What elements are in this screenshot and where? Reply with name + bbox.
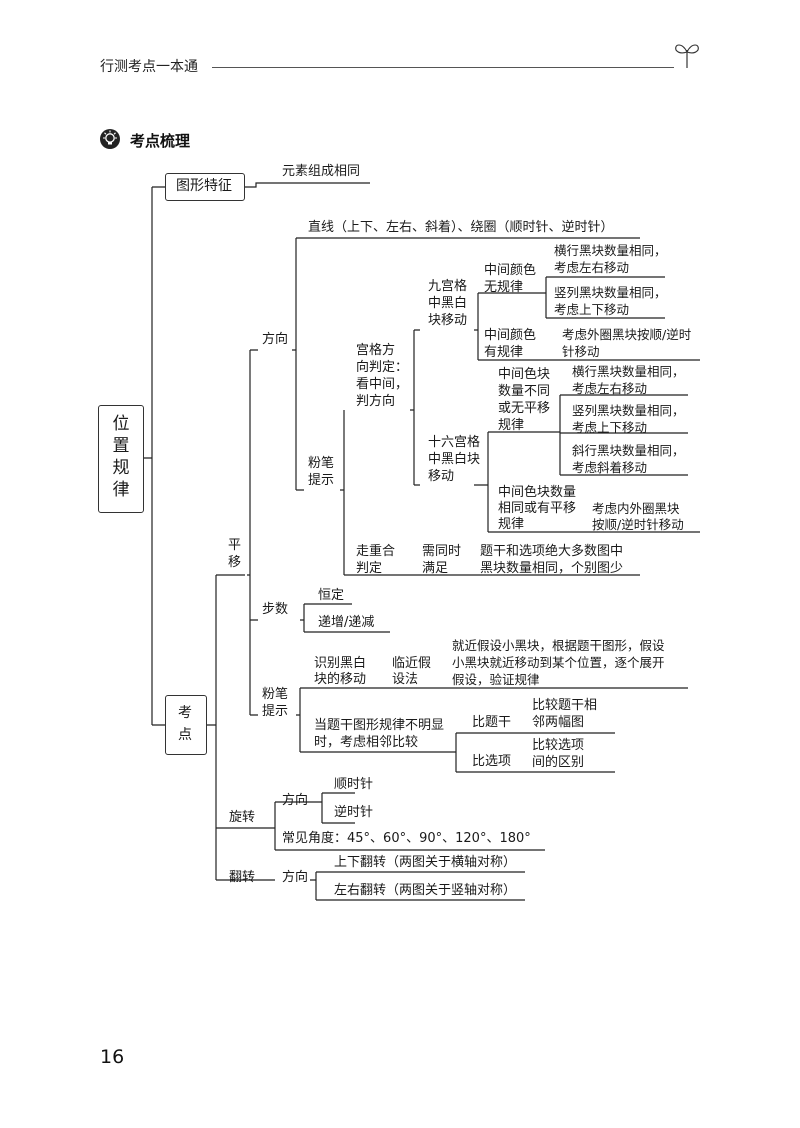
root-char-2: 置 xyxy=(112,436,130,456)
line1-label: 直线（上下、左右、斜着）、绕圈（顺时针、逆时针） xyxy=(308,220,614,235)
middiff-line-4: 规律 xyxy=(498,418,525,433)
midrule-line-2: 有规律 xyxy=(484,345,524,360)
root-char-1: 位 xyxy=(112,414,130,434)
bitigan-desc-line-2: 邻两幅图 xyxy=(532,715,585,730)
header-rule xyxy=(212,67,674,68)
gongge-line-4: 判方向 xyxy=(356,394,396,409)
flip-ud-label: 上下翻转（两图关于横轴对称） xyxy=(334,855,517,870)
features-node xyxy=(165,173,245,201)
ni-label: 逆时针 xyxy=(334,805,374,820)
dizeng-label: 递增/递减 xyxy=(318,615,375,630)
horiz1-line-1: 横行黑块数量相同， xyxy=(554,243,667,258)
middiff-line-3: 或无平移 xyxy=(498,401,551,416)
kaodian-char-2: 点 xyxy=(178,727,192,743)
gongge-line-1: 宫格方 xyxy=(356,343,396,358)
midsame-line-2: 相同或有平移 xyxy=(498,501,577,516)
fanzhuan-label: 翻转 xyxy=(229,870,256,885)
bulb-icon xyxy=(100,129,120,149)
root-node xyxy=(98,405,144,513)
shun-label: 顺时针 xyxy=(334,777,374,792)
horiz2-line-2: 考虑左右移动 xyxy=(572,381,648,396)
unclear-line-2: 时，考虑相邻比较 xyxy=(314,735,419,750)
overlap-line-2: 判定 xyxy=(356,561,383,576)
nine-line-2: 中黑白 xyxy=(428,296,468,311)
nine-line-3: 块移动 xyxy=(428,313,468,328)
horiz2-line-1: 横行黑块数量相同， xyxy=(572,364,685,379)
angles-label: 常见角度：45°、60°、90°、120°、180° xyxy=(282,831,531,846)
midsame-line-1: 中间色块数量 xyxy=(498,485,577,500)
identify-line-1: 识别黑白 xyxy=(314,656,367,671)
flip-lr-label: 左右翻转（两图关于竖轴对称） xyxy=(334,883,517,898)
fenbi2-line-2: 提示 xyxy=(262,704,289,719)
kaodian-node xyxy=(165,695,207,755)
horiz1-line-2: 考虑左右移动 xyxy=(554,260,630,275)
fangxiang2-label: 方向 xyxy=(282,793,309,808)
near-desc-line-3: 假设，验证规律 xyxy=(452,672,540,687)
middiff-line-2: 数量不同 xyxy=(498,384,551,399)
root-char-4: 律 xyxy=(112,480,130,500)
bixuanxiang-label: 比选项 xyxy=(472,754,512,769)
bushu-label: 步数 xyxy=(262,602,289,617)
pingyi-char-2: 移 xyxy=(228,555,242,570)
pingyi-char-1: 平 xyxy=(228,538,242,553)
fenbi2-line-1: 粉笔 xyxy=(262,687,289,702)
overlap-desc-line-2: 黑块数量相同，个别图少 xyxy=(480,561,624,576)
sprout-icon xyxy=(675,44,699,68)
sixteen-line-1: 十六宫格 xyxy=(428,435,481,450)
bitigan-desc-line-1: 比较题干相 xyxy=(532,698,598,713)
section-title: 考点梳理 xyxy=(130,132,191,150)
fenbi-line-2: 提示 xyxy=(308,473,335,488)
overlap-desc-line-1: 题干和选项绝大多数图中 xyxy=(480,544,624,559)
midrule-line-1: 中间颜色 xyxy=(484,328,537,343)
near-line-1: 临近假 xyxy=(392,656,432,671)
xuanzhuan-label: 旋转 xyxy=(229,810,256,825)
outer1-line-2: 针移动 xyxy=(562,344,600,359)
unclear-line-1: 当题干图形规律不明显 xyxy=(314,718,445,733)
gongge-line-3: 看中间， xyxy=(356,377,409,392)
vert1-line-1: 竖列黑块数量相同， xyxy=(554,285,667,300)
vert2-line-1: 竖列黑块数量相同， xyxy=(572,403,685,418)
near-desc-line-1: 就近假设小黑块，根据题干图形，假设 xyxy=(452,638,665,653)
middiff-line-1: 中间色块 xyxy=(498,367,551,382)
gongge-line-2: 向判定： xyxy=(356,360,409,375)
outer1-line-1: 考虑外圈黑块按顺/逆时 xyxy=(562,327,692,342)
midnone-line-1: 中间颜色 xyxy=(484,263,537,278)
midnone-line-2: 无规律 xyxy=(484,280,524,295)
identify-line-2: 块的移动 xyxy=(314,672,367,687)
hengding-label: 恒定 xyxy=(318,588,345,603)
need-line-2: 满足 xyxy=(422,561,449,576)
need-line-1: 需同时 xyxy=(422,544,462,559)
near-line-2: 设法 xyxy=(392,672,419,687)
overlap-line-1: 走重合 xyxy=(356,544,396,559)
bixuanxiang-desc-line-2: 间的区别 xyxy=(532,755,585,770)
fenbi-line-1: 粉笔 xyxy=(308,456,335,471)
fangxiang3-label: 方向 xyxy=(282,870,309,885)
outer2-line-1: 考虑内外圈黑块 xyxy=(592,501,680,516)
kaodian-char-1: 考 xyxy=(178,705,192,721)
fangxiang-label: 方向 xyxy=(262,332,289,347)
diag2-line-1: 斜行黑块数量相同， xyxy=(572,443,685,458)
midsame-line-3: 规律 xyxy=(498,517,525,532)
near-desc-line-2: 小黑块就近移动到某个位置，逐个展开 xyxy=(452,655,665,670)
root-char-3: 规 xyxy=(112,458,130,478)
bitigan-label: 比题干 xyxy=(472,715,512,730)
features-label: 图形特征 xyxy=(176,178,232,194)
vert2-line-2: 考虑上下移动 xyxy=(572,420,648,435)
diag2-line-2: 考虑斜着移动 xyxy=(572,460,648,475)
bixuanxiang-desc-line-1: 比较选项 xyxy=(532,738,585,753)
vert1-line-2: 考虑上下移动 xyxy=(554,302,630,317)
header-title: 行测考点一本通 xyxy=(100,59,198,75)
outer2-line-2: 按顺/逆时针移动 xyxy=(592,517,684,532)
features-child: 元素组成相同 xyxy=(282,164,361,179)
sixteen-line-2: 中黑白块 xyxy=(428,452,481,467)
page-number: 16 xyxy=(100,1046,125,1068)
nine-line-1: 九宫格 xyxy=(428,279,468,294)
sixteen-line-3: 移动 xyxy=(428,469,455,484)
